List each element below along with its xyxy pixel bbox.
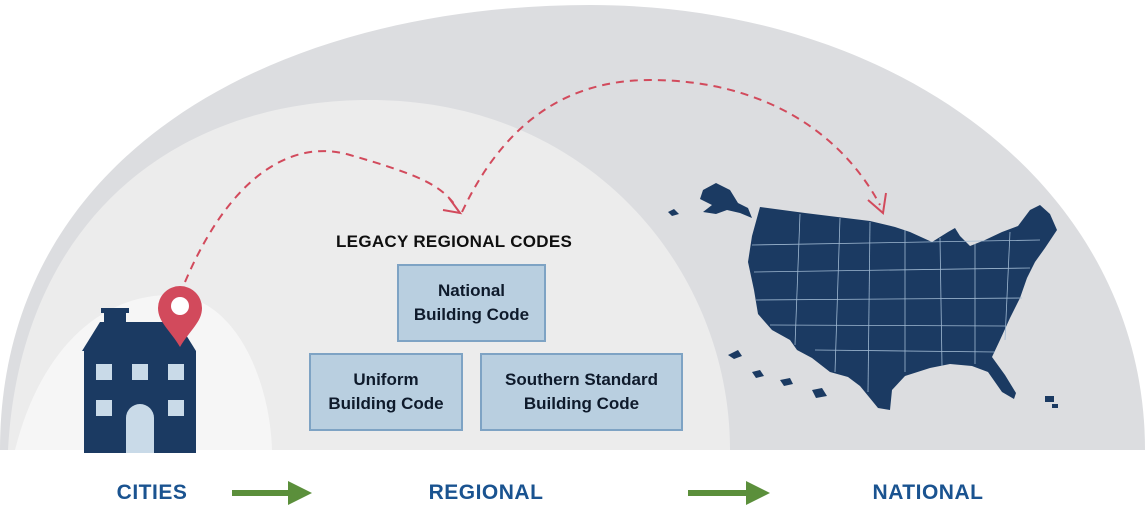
- national-building-code-label: National Building Code: [413, 281, 530, 324]
- arrow-cities-to-regional: [232, 481, 312, 505]
- stage-label-national: NATIONAL: [872, 481, 984, 504]
- southern-standard-building-code-label: Southern Standard Building Code: [504, 370, 658, 413]
- dashed-arrow-regional-to-national: [461, 78, 887, 215]
- uniform-building-code-box: Uniform Building Code: [309, 353, 463, 431]
- uniform-building-code-label: Uniform Building Code: [328, 370, 444, 413]
- us-map-icon: [668, 183, 1058, 410]
- location-pin-icon: [158, 286, 202, 347]
- arrow-regional-to-national: [688, 481, 770, 505]
- stage-label-cities: CITIES: [116, 481, 188, 504]
- dashed-arrow-cities-to-regional: [184, 150, 463, 283]
- stage-label-regional: REGIONAL: [428, 481, 544, 504]
- national-building-code-box: National Building Code: [397, 264, 546, 342]
- southern-standard-building-code-box: Southern Standard Building Code: [480, 353, 683, 431]
- regional-codes-heading: LEGACY REGIONAL CODES: [336, 232, 573, 251]
